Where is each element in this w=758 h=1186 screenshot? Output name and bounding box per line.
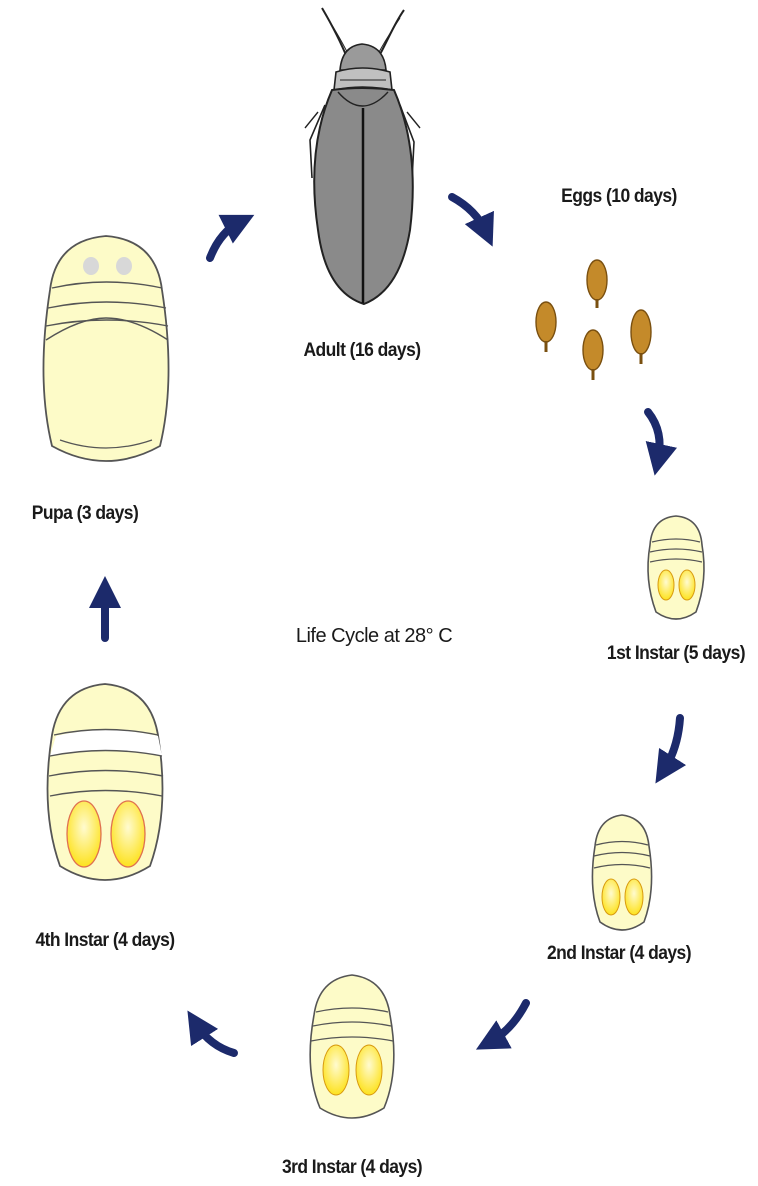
life-cycle-title: Life Cycle at 28° C — [296, 625, 452, 648]
adult-stage-label: Adult (16 days) — [303, 340, 420, 362]
egg-icon — [536, 260, 651, 380]
arrow-eggs-to-first — [648, 412, 660, 460]
arrow-first-to-second — [664, 718, 680, 770]
eggs-stage-label: Eggs (10 days) — [561, 186, 677, 208]
fourth-instar-label: 4th Instar (4 days) — [35, 930, 174, 952]
adult-insect-icon — [305, 8, 420, 304]
second-instar-label: 2nd Instar (4 days) — [547, 943, 691, 965]
arrow-pupa-to-adult — [210, 222, 240, 258]
fourth-instar-nymph-icon — [48, 684, 164, 880]
arrow-second-to-third — [490, 1003, 526, 1042]
pupa-icon — [43, 236, 168, 461]
first-instar-label: 1st Instar (5 days) — [607, 643, 745, 665]
first-instar-nymph-icon — [648, 516, 704, 619]
arrow-adult-to-eggs — [452, 197, 486, 232]
third-instar-nymph-icon — [310, 975, 394, 1118]
third-instar-label: 3rd Instar (4 days) — [282, 1157, 422, 1179]
pupa-stage-label: Pupa (3 days) — [32, 503, 138, 525]
arrow-third-to-fourth — [196, 1024, 234, 1053]
second-instar-nymph-icon — [592, 815, 651, 930]
